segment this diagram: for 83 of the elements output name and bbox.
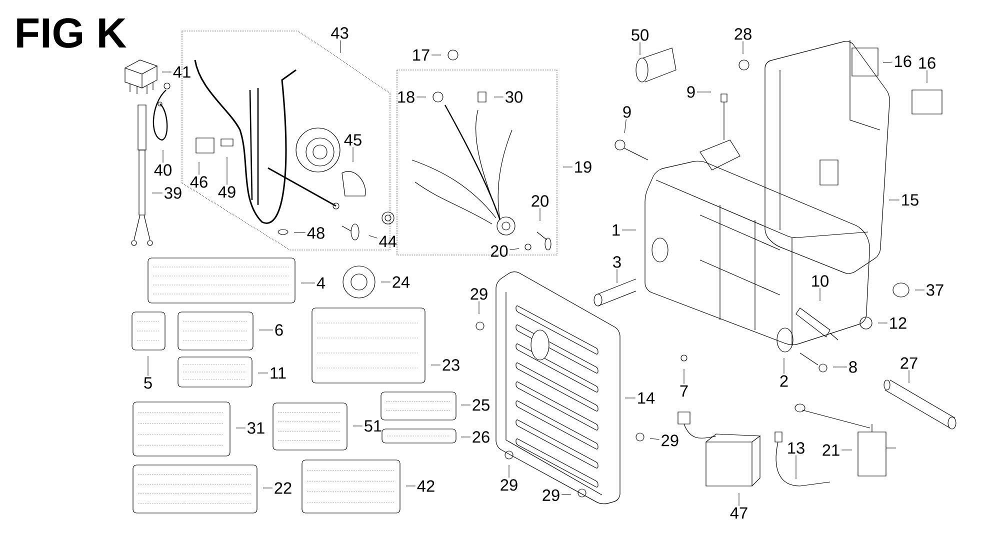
callout-number: 23 — [442, 359, 460, 371]
leader-line — [508, 464, 510, 478]
callout-number: 30 — [506, 91, 522, 103]
leader-line — [226, 156, 228, 185]
leader-line — [294, 232, 306, 233]
callout-number: 25 — [472, 399, 490, 411]
callout-number: 31 — [248, 422, 264, 434]
callout-number: 44 — [379, 236, 397, 248]
callout-number: 20 — [532, 195, 548, 207]
callout-number: 39 — [164, 187, 182, 199]
leader-line — [198, 162, 200, 175]
callout-number: 7 — [680, 385, 688, 397]
callout-number: 26 — [472, 431, 490, 443]
callout-number: 19 — [575, 161, 592, 173]
callout-number: 10 — [812, 275, 828, 287]
callout-number: 24 — [392, 276, 410, 288]
callout-number: 21 — [822, 444, 840, 456]
callout-number: 8 — [849, 361, 857, 373]
callout-number: 20 — [490, 245, 508, 257]
callout-number: 13 — [788, 442, 804, 454]
leader-line — [650, 438, 660, 440]
leader-line — [561, 494, 572, 495]
leader-line — [616, 269, 618, 284]
callout-number: 51 — [364, 420, 382, 432]
leader-line — [742, 41, 744, 54]
leader-line — [300, 282, 316, 284]
callout-number: 40 — [154, 164, 172, 176]
callout-number: 16 — [895, 55, 912, 68]
callout-number: 48 — [307, 227, 324, 239]
leader-line — [162, 150, 164, 163]
figure-title: FIG K — [17, 18, 126, 48]
leader-line — [510, 248, 520, 250]
leader-line — [460, 404, 471, 406]
callout-number: 15 — [902, 194, 918, 206]
leader-line — [562, 166, 573, 168]
leader-line — [832, 366, 848, 368]
callout-number: 9 — [623, 106, 631, 118]
callout-number: 28 — [734, 28, 752, 40]
callout-number: 45 — [344, 134, 362, 146]
leader-line — [624, 119, 626, 134]
callout-number: 12 — [890, 317, 906, 329]
leader-line — [430, 364, 441, 366]
callout-number: 50 — [632, 29, 648, 41]
callout-number: 9 — [687, 86, 695, 98]
callout-number: 17 — [413, 49, 430, 61]
callout-number: 49 — [218, 186, 236, 198]
leader-line — [494, 96, 504, 98]
leader-line — [460, 436, 471, 438]
leader-line — [340, 40, 342, 54]
callout-number: 6 — [275, 324, 283, 336]
callout-number: 2 — [780, 375, 788, 387]
leader-line — [431, 54, 442, 56]
leader-line — [152, 192, 163, 194]
callout-number: 47 — [730, 507, 748, 519]
leader-line — [908, 370, 910, 384]
callout-number: 42 — [417, 480, 434, 492]
callout-number: 27 — [900, 357, 918, 369]
callout-number: 37 — [926, 284, 944, 296]
leader-line — [478, 301, 480, 314]
callout-number: 43 — [331, 27, 348, 39]
callout-number: 3 — [613, 256, 621, 268]
callout-number: 29 — [662, 434, 678, 446]
callout-number: 14 — [638, 392, 655, 404]
callout-number: 5 — [144, 377, 152, 389]
callout-number: 29 — [470, 288, 488, 300]
leader-line — [352, 146, 354, 162]
leader-line — [926, 70, 928, 84]
callout-number: 29 — [500, 479, 518, 491]
leader-line — [258, 372, 268, 374]
callout-number: 22 — [274, 482, 292, 494]
callout-number: 29 — [542, 489, 560, 501]
callout-number: 16 — [919, 57, 936, 69]
callout-number: 18 — [398, 91, 414, 103]
callout-number: 46 — [190, 176, 208, 188]
leader-line — [738, 492, 740, 506]
leader-line — [368, 235, 378, 238]
leader-line — [878, 322, 888, 324]
callout-number: 4 — [316, 277, 326, 289]
leader-line — [416, 96, 426, 98]
callout-number: 41 — [173, 66, 190, 78]
leader-line — [882, 62, 893, 63]
callout-number: 11 — [270, 367, 286, 379]
callout-number: 1 — [612, 224, 620, 236]
